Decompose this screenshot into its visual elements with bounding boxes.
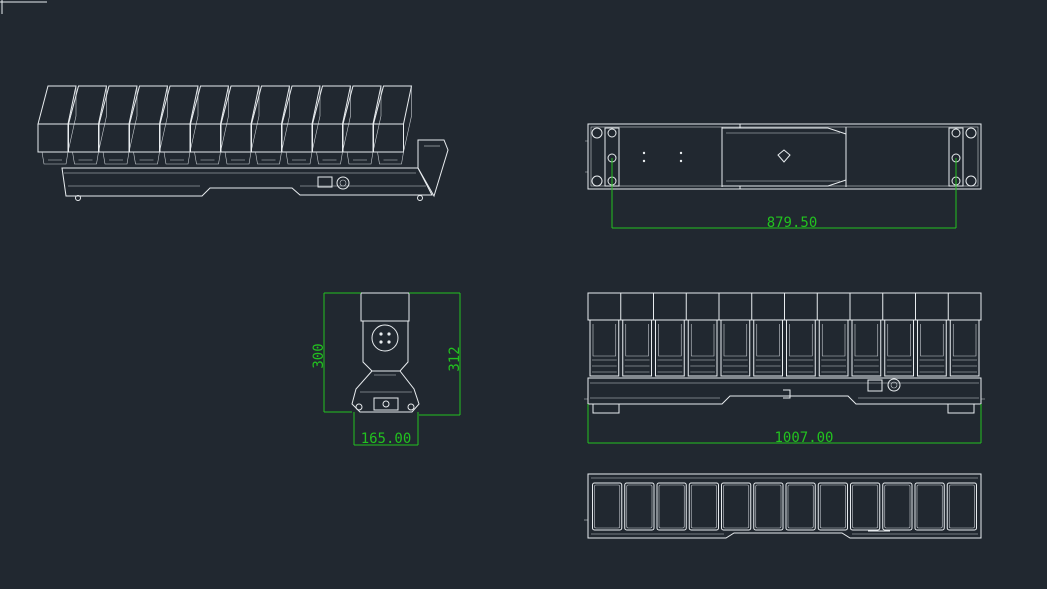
dim-overall-length: 1007.00 (587, 404, 982, 446)
isometric-view (37, 85, 449, 201)
bottom-module (914, 482, 945, 531)
front-module (718, 293, 751, 377)
bottom-module (721, 482, 752, 531)
front-module (653, 293, 685, 377)
iso-module-row (37, 85, 413, 165)
bottom-module (817, 482, 848, 531)
side-view (351, 292, 420, 413)
top-right-mount (948, 127, 977, 187)
front-module (882, 293, 914, 377)
front-module (751, 293, 783, 377)
bottom-module (946, 482, 977, 531)
dim-side-height-300-label: 300 (311, 343, 327, 368)
dim-side-height-312-label: 312 (447, 346, 463, 371)
front-elevation-view (584, 292, 985, 414)
bottom-module (785, 482, 816, 531)
front-module (587, 293, 620, 377)
dim-top-mount-spacing: 879.50 (611, 158, 957, 231)
front-module (816, 293, 849, 377)
bottom-module (656, 482, 687, 531)
iso-module (372, 85, 413, 165)
bottom-module (688, 482, 719, 531)
bottom-module (753, 482, 784, 531)
top-view-holes (642, 151, 683, 163)
top-plan-view (585, 123, 982, 190)
dim-side-width: 165.00 (353, 412, 419, 447)
bottom-module (592, 482, 623, 531)
front-module (685, 293, 718, 377)
bottom-module (624, 482, 655, 531)
front-module (784, 293, 816, 377)
dim-side-height-300: 300 (311, 292, 361, 413)
bottom-plan-view (584, 473, 982, 539)
front-module-row (587, 293, 980, 377)
ucs-corner-marker (0, 0, 47, 14)
dim-top-mount-spacing-label: 879.50 (767, 215, 818, 231)
bottom-module-row (592, 482, 977, 531)
front-module (915, 293, 947, 377)
iso-base-rail (61, 139, 449, 201)
dim-side-height-312: 312 (409, 292, 463, 416)
bottom-module (882, 482, 913, 531)
top-left-mount (591, 127, 620, 187)
front-module (947, 293, 980, 377)
bottom-module (850, 482, 881, 531)
front-module (849, 293, 882, 377)
dim-side-width-label: 165.00 (361, 431, 412, 447)
dim-overall-length-label: 1007.00 (774, 430, 833, 446)
front-module (620, 293, 652, 377)
